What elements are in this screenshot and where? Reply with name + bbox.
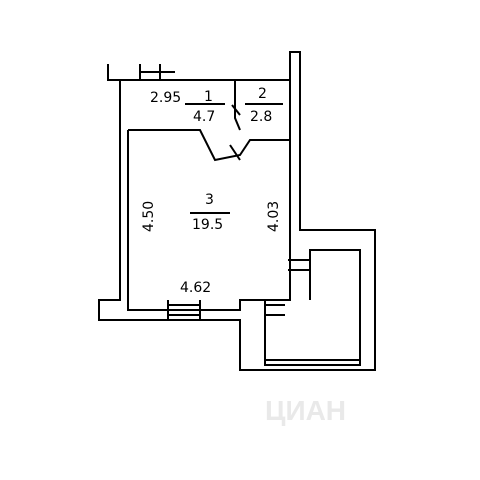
room-1-number: 1 <box>204 89 213 105</box>
balcony-wall <box>264 249 361 366</box>
dim-hall-width: 2.95 <box>150 90 181 106</box>
walls <box>98 51 376 371</box>
room-1-area: 4.7 <box>193 109 215 125</box>
dim-bottom-wall: 4.62 <box>180 280 211 296</box>
room-2-number: 2 <box>258 86 267 102</box>
dim-left-wall: 4.50 <box>141 201 157 232</box>
watermark: ЦИАН <box>265 395 346 426</box>
hall-partition <box>128 129 290 162</box>
bath-partition <box>234 80 241 131</box>
room-2-area: 2.8 <box>250 109 272 125</box>
door-tick-2 <box>231 104 241 116</box>
dim-right-wall: 4.03 <box>266 201 282 232</box>
door-tick-1 <box>229 144 241 161</box>
left-inner-wall <box>120 79 291 311</box>
room-3-number: 3 <box>205 192 214 208</box>
room-3-area: 19.5 <box>192 217 223 233</box>
left-outer-wall <box>98 51 376 371</box>
